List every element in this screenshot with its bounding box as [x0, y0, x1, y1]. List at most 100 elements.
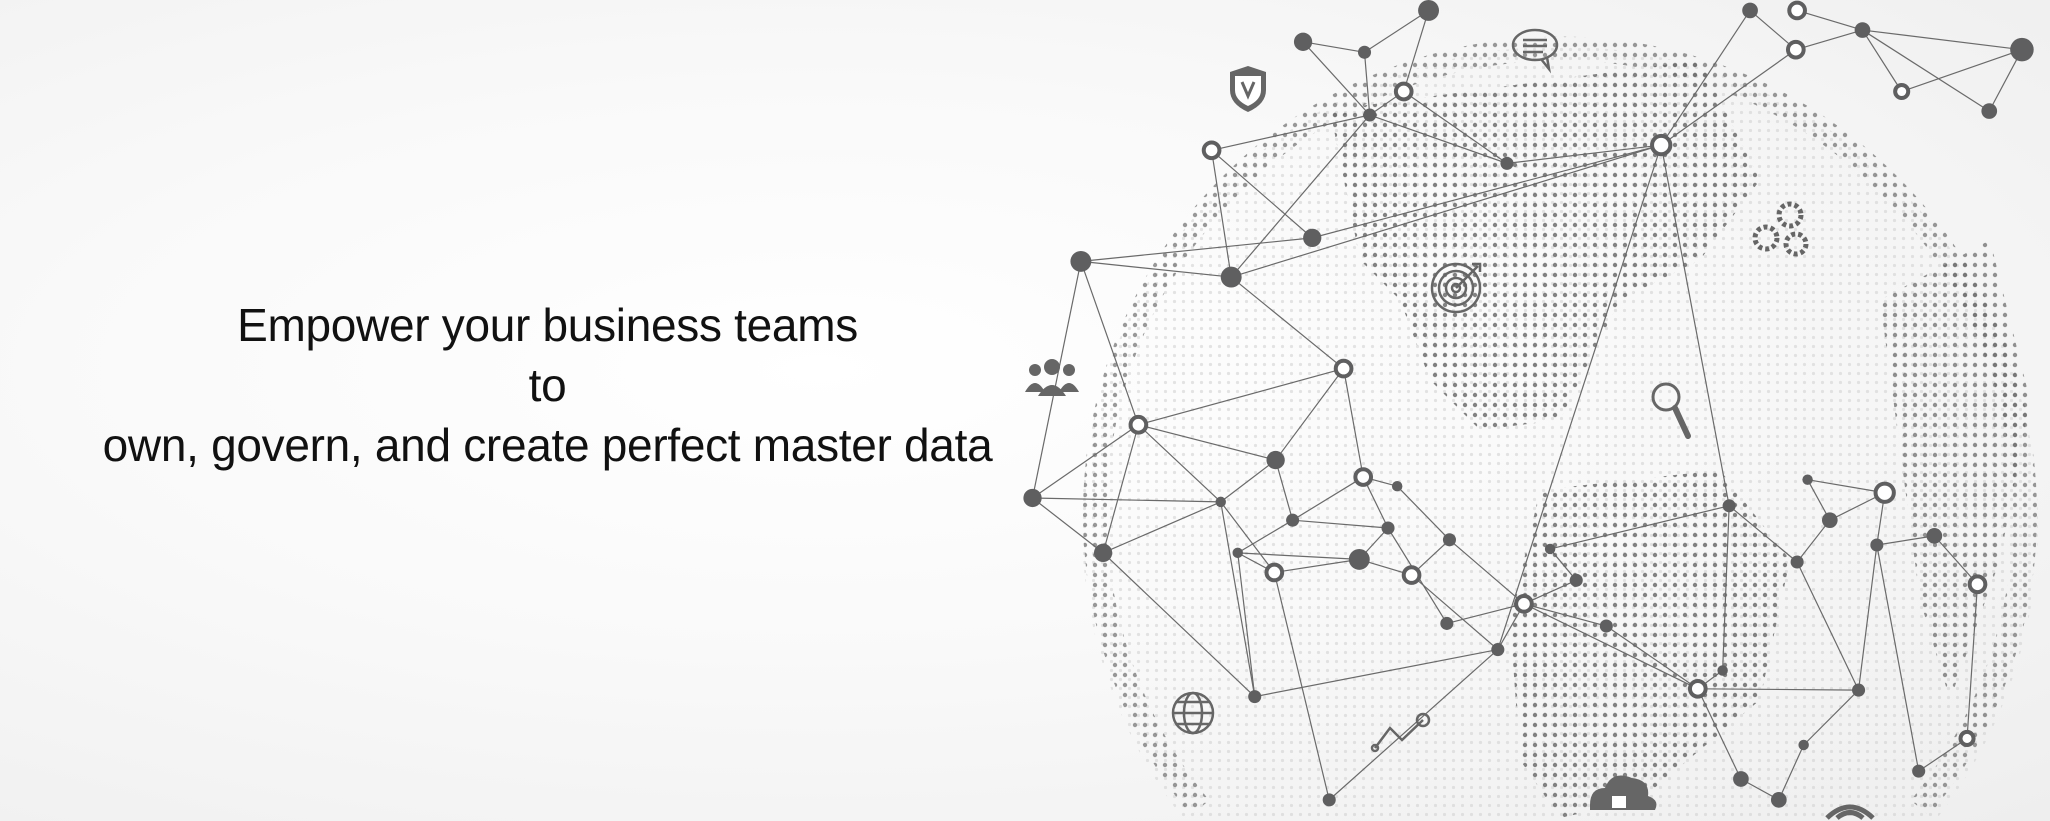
continent-australia — [1510, 470, 1790, 818]
network-node — [1418, 0, 1440, 21]
magnifier-icon — [1651, 382, 1691, 439]
network-edge — [1032, 497, 1104, 554]
network-edge — [1328, 649, 1499, 801]
network-edge — [1918, 737, 1968, 772]
network-edge — [1660, 49, 1797, 146]
network-ring-node — [1958, 729, 1976, 747]
network-edge — [1446, 603, 1525, 625]
network-edge — [1275, 459, 1294, 521]
network-edge — [1807, 479, 1885, 494]
network-ring-node — [1967, 574, 1988, 595]
globe-icon — [1171, 691, 1215, 735]
network-edge — [1080, 260, 1232, 278]
network-node — [1220, 266, 1242, 288]
network-edge — [1102, 552, 1256, 698]
continent-americas — [1880, 240, 2030, 700]
hero-headline: Empower your business teams to own, gove… — [40, 295, 1055, 475]
network-node — [1381, 521, 1395, 535]
network-node — [2010, 37, 2034, 62]
network-edge — [1966, 584, 1979, 739]
network-edge — [1697, 688, 1859, 691]
network-edge — [1549, 505, 1730, 550]
network-edge — [1403, 10, 1430, 92]
network-edge — [1795, 29, 1863, 51]
network-ring-node — [1201, 140, 1222, 161]
network-ring-node — [1401, 565, 1422, 585]
network-edge — [1211, 114, 1370, 151]
headline-line-1: Empower your business teams — [237, 299, 858, 351]
network-edge — [1302, 41, 1365, 53]
network-ring-node — [1893, 82, 1911, 101]
network-edge — [1876, 535, 1935, 546]
network-edge — [1343, 368, 1364, 478]
network-edge — [1273, 572, 1330, 801]
network-node — [1357, 45, 1372, 59]
network-edge — [1292, 519, 1389, 529]
network-ring-node — [1128, 414, 1149, 435]
network-node — [1440, 616, 1454, 630]
network-edge — [1312, 144, 1662, 239]
network-node — [1363, 108, 1377, 122]
headline-line-2: to — [528, 359, 567, 411]
network-node — [1093, 543, 1113, 563]
network-node — [1742, 2, 1758, 19]
network-edge — [1210, 150, 1232, 278]
network-edge — [1302, 41, 1371, 116]
network-node — [1569, 573, 1583, 587]
network-edge — [1697, 688, 1742, 780]
network-edge — [1449, 539, 1525, 605]
network-ring-node — [1353, 467, 1374, 487]
network-edge — [1749, 10, 1797, 51]
network-edge — [1778, 744, 1805, 801]
network-edge — [1876, 544, 1920, 772]
network-node — [1717, 665, 1728, 676]
network-edge — [1237, 552, 1256, 697]
network-edge — [1220, 459, 1276, 503]
network-edge — [1933, 535, 1978, 585]
network-edge — [1364, 9, 1429, 53]
network-edge — [1796, 561, 1860, 691]
network-edge — [1211, 149, 1313, 239]
network-edge — [1102, 424, 1139, 554]
network-edge — [1138, 424, 1276, 461]
network-edge — [1523, 603, 1699, 690]
network-node — [1232, 547, 1243, 559]
network-node — [1391, 480, 1403, 492]
network-edge — [1803, 689, 1859, 746]
network-edge — [1722, 505, 1730, 671]
network-node — [1733, 771, 1749, 787]
network-node — [1870, 538, 1884, 552]
network-node — [1854, 22, 1871, 38]
network-ring-node — [1650, 133, 1673, 157]
network-ring-node — [1687, 678, 1708, 699]
network-node — [1722, 499, 1736, 513]
network-edge — [1220, 501, 1256, 697]
network-edge — [1237, 519, 1293, 554]
network-edge — [1523, 603, 1607, 627]
network-edge — [1660, 10, 1751, 146]
network-edge — [1031, 261, 1082, 499]
network-edges — [1031, 9, 2023, 801]
network-edge — [1901, 49, 2023, 93]
network-edge — [1254, 648, 1498, 698]
network-node — [1599, 619, 1613, 633]
network-node — [1266, 450, 1285, 470]
network-edge — [1728, 505, 1798, 563]
network-edge — [1796, 519, 1831, 563]
network-edge — [1549, 548, 1577, 581]
network-node — [1070, 250, 1092, 272]
headline-line-3: own, govern, and create perfect master d… — [102, 419, 993, 471]
network-ring-node — [1393, 81, 1414, 102]
network-edge — [1032, 424, 1139, 499]
network-node — [1286, 513, 1300, 527]
network-node — [1348, 548, 1370, 570]
network-node — [1248, 690, 1262, 704]
network-edge — [1080, 237, 1313, 262]
network-node — [1023, 488, 1042, 508]
globe-rim — [1083, 36, 2037, 816]
network-edge — [1862, 29, 2023, 51]
network-node — [1544, 543, 1556, 555]
cloud-home-icon — [1590, 775, 1657, 810]
network-edge — [1032, 497, 1221, 503]
network-edge — [1231, 144, 1662, 278]
